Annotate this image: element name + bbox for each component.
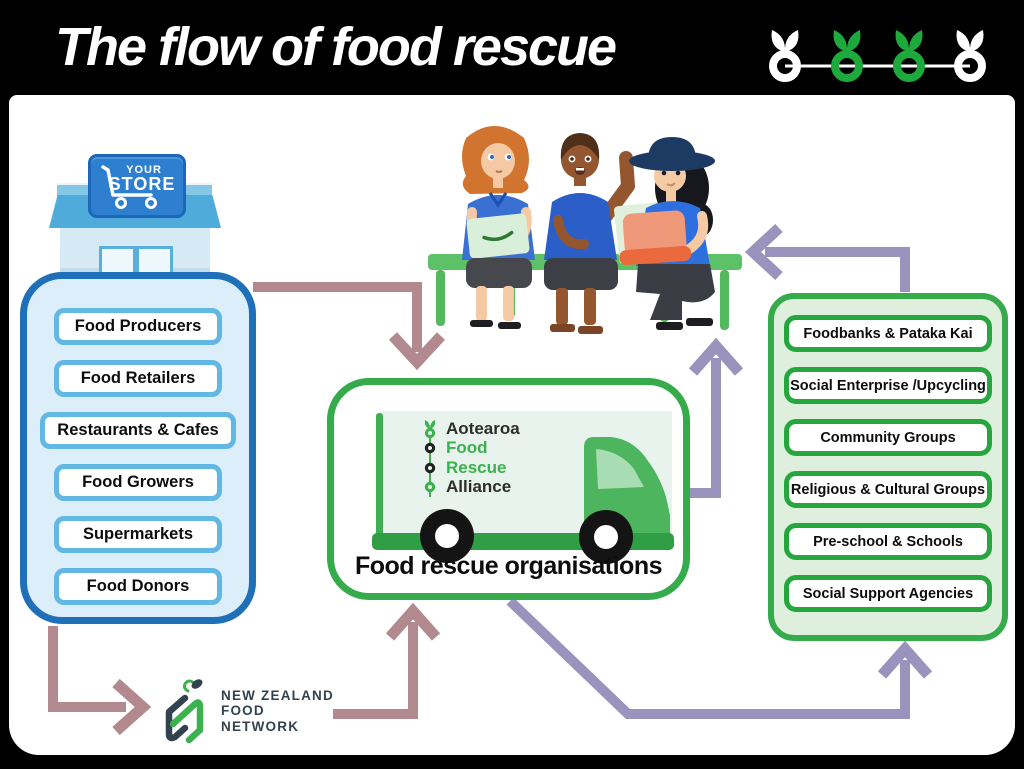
sprout-icon [769,30,801,82]
donor-item: Food Retailers [54,360,222,397]
afra-logo-word: Food [446,438,488,458]
ring-icon [424,443,436,454]
cart-icon [101,165,157,209]
sprout-icon [831,30,863,82]
donor-item: Food Growers [54,464,222,501]
afra-logo-row: Rescue [422,458,520,478]
afra-logo-row: Food [422,438,520,459]
nzfn-wordmark-line: FOOD [221,703,265,719]
recipient-item: Community Groups [784,419,992,456]
arrow-recipients-to-people [765,247,910,292]
arrow-rescue-to-people-head [688,337,744,376]
afra-logo-word: Aotearoa [446,418,520,438]
arrow-nzfn-to-rescue-head [385,602,441,641]
donor-item: Food Donors [54,568,222,605]
rescue-box-label: Food rescue organisations [354,552,663,580]
recipient-item: Foodbanks & Pataka Kai [784,315,992,352]
donor-item: Supermarkets [54,516,222,553]
nzfn-monogram-icon [165,679,204,744]
girl-with-laptop [462,126,535,329]
sprout-chain-icons [769,30,986,82]
arrow-donors-to-rescue-head [388,332,446,371]
donor-item: Restaurants & Cafes [40,412,236,449]
arrow-rescue-to-recipients [506,597,910,719]
arrow-donors-to-nzfn-head [112,678,152,736]
store-sign: YOUR STORE [88,154,186,218]
arrow-recipients-to-people-head [744,223,783,281]
arrow-nzfn-to-rescue [333,622,418,719]
afra-logo-word: Alliance [446,477,512,497]
sprout-icon [893,30,925,82]
nzfn-wordmark-line: NEW ZEALAND [221,688,334,704]
store-sign-line1: YOUR [126,164,162,176]
arrow-rescue-to-people [686,358,721,498]
recipient-item: Religious & Cultural Groups [784,471,992,508]
afra-logo-row: Aotearoa [422,419,520,439]
arrow-donors-to-rescue [253,282,422,352]
store-sign-line2: STORE [108,174,176,194]
afra-connector-line [429,429,431,489]
recipient-item: Social Enterprise /Upcycling [784,367,992,404]
arrow-rescue-to-recipients-head [877,640,933,679]
boy-waving [544,133,635,334]
ring-icon [424,482,436,493]
recipient-item: Social Support Agencies [784,575,992,612]
sprout-icon [954,30,986,82]
afra-logo-row: Alliance [422,477,520,498]
people-on-bench-illustration [428,126,742,334]
nzfn-wordmark-line: NETWORK [221,718,300,734]
afra-logo-word: Rescue [446,457,507,477]
donor-item: Food Producers [54,308,222,345]
ring-icon [424,462,436,473]
page-title: The flow of food rescue [55,17,617,77]
girl-with-hat [614,137,715,330]
sprout-icon [424,419,436,438]
store-illustration: YOUR STORE [46,140,222,278]
recipient-item: Pre-school & Schools [784,523,992,560]
arrow-donors-to-nzfn [48,626,126,712]
